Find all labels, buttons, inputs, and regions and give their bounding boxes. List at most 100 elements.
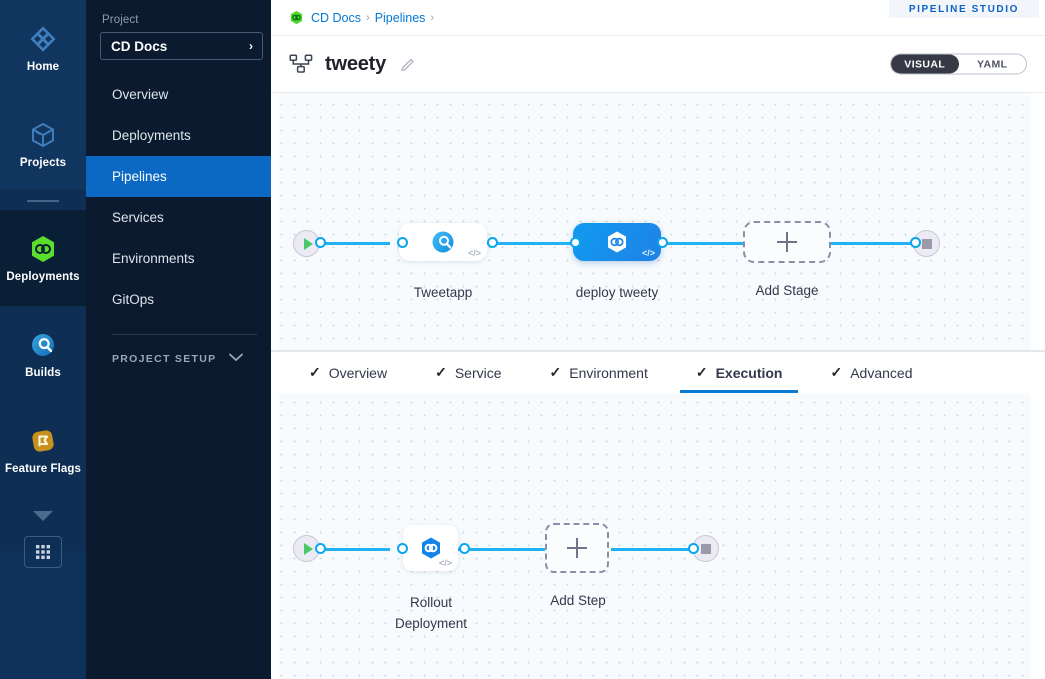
- project-setup-toggle[interactable]: PROJECT SETUP: [86, 335, 271, 365]
- module-rail: Home Projects: [0, 0, 86, 679]
- tab-overview[interactable]: ✓ Overview: [293, 352, 403, 393]
- code-badge: </>: [641, 248, 655, 258]
- add-stage-button[interactable]: [743, 221, 831, 263]
- port-stage1-in[interactable]: [397, 237, 408, 248]
- wire-start-to-step1: [296, 548, 390, 551]
- wire-step1-to-add: [458, 548, 578, 551]
- cube-icon: [28, 120, 58, 150]
- rail-expand-button[interactable]: [0, 498, 86, 532]
- sidebar-item-pipelines[interactable]: Pipelines: [86, 156, 271, 197]
- port-stage2-out[interactable]: [657, 237, 668, 248]
- page-title: tweety: [325, 52, 387, 75]
- rail-item-label: Projects: [19, 156, 67, 169]
- wire-add-to-end: [611, 548, 691, 551]
- project-setup-label: PROJECT SETUP: [112, 353, 217, 365]
- breadcrumb-bar: CD Docs › Pipelines › PIPELINE STUDIO: [271, 0, 1045, 36]
- check-icon: ✓: [830, 364, 843, 380]
- sidebar-item-services[interactable]: Services: [86, 197, 271, 238]
- port-stage1-out[interactable]: [487, 237, 498, 248]
- sidebar-item-gitops[interactable]: GitOps: [86, 279, 271, 320]
- tab-label: Environment: [569, 364, 648, 381]
- feature-flags-icon: [28, 426, 58, 456]
- rail-item-label: Builds: [25, 366, 61, 379]
- code-badge: </>: [467, 248, 481, 258]
- tab-service[interactable]: ✓ Service: [419, 352, 517, 393]
- stage-node-tweetapp[interactable]: </>: [399, 223, 487, 261]
- rail-item-projects[interactable]: Projects: [0, 96, 86, 192]
- sidebar-item-environments[interactable]: Environments: [86, 238, 271, 279]
- add-step-label: Add Step: [550, 593, 606, 608]
- breadcrumb-separator: ›: [430, 11, 435, 24]
- execution-canvas[interactable]: </> Rollout Deployment Add Step: [271, 393, 1045, 679]
- chevron-down-icon: [229, 353, 243, 365]
- add-step-button[interactable]: [545, 523, 609, 573]
- pipeline-title-bar: tweety VISUAL YAML: [271, 36, 1045, 93]
- rail-divider: [0, 192, 86, 210]
- grid-apps-icon[interactable]: [24, 536, 62, 568]
- port-start-out[interactable]: [315, 237, 326, 248]
- tab-execution[interactable]: ✓ Execution: [679, 352, 799, 393]
- wire-add-to-end: [821, 242, 916, 245]
- port-stage2-in[interactable]: [570, 237, 581, 248]
- rail-item-home[interactable]: Home: [0, 0, 86, 96]
- sidebar-item-overview[interactable]: Overview: [86, 74, 271, 115]
- project-section-label: Project: [102, 14, 139, 26]
- project-sidebar: Project CD Docs › Overview Deployments P…: [86, 0, 271, 679]
- sidebar-item-label: GitOps: [112, 292, 155, 307]
- stage-tabs: ✓ Overview ✓ Service ✓ Environment ✓ Exe…: [271, 351, 1045, 393]
- rail-item-builds[interactable]: Builds: [0, 306, 86, 402]
- port-end-in[interactable]: [910, 237, 921, 248]
- chevron-right-icon: ›: [249, 39, 253, 53]
- rail-item-label: Deployments: [6, 270, 80, 283]
- breadcrumb: CD Docs › Pipelines ›: [311, 11, 434, 25]
- rail-item-label: Feature Flags: [4, 462, 82, 475]
- tab-label: Service: [454, 364, 502, 381]
- home-diamond-icon: [28, 24, 58, 54]
- sidebar-item-label: Pipelines: [112, 169, 167, 184]
- breadcrumb-item-cd-docs[interactable]: CD Docs: [311, 10, 362, 25]
- stage-canvas[interactable]: </> Tweetapp </> deploy tweet: [271, 93, 1045, 351]
- pipeline-end-node[interactable]: [913, 230, 940, 257]
- stage-node-deploy-tweety[interactable]: </>: [573, 223, 661, 261]
- project-selector-value: CD Docs: [111, 38, 168, 54]
- breadcrumb-separator: ›: [366, 11, 370, 24]
- toggle-option-visual[interactable]: VISUAL: [891, 54, 959, 74]
- canvas-left-gutter: [271, 93, 279, 350]
- pipeline-studio-badge: PIPELINE STUDIO: [889, 0, 1039, 18]
- tab-advanced[interactable]: ✓ Advanced: [814, 352, 928, 393]
- rail-item-label: Home: [26, 60, 60, 73]
- port-step1-in[interactable]: [397, 543, 408, 554]
- port-start-out[interactable]: [315, 543, 326, 554]
- canvas-right-gutter: [1031, 393, 1045, 679]
- port-step1-out[interactable]: [459, 543, 470, 554]
- check-icon: ✓: [695, 364, 708, 380]
- main-panel: CD Docs › Pipelines › PIPELINE STUDIO: [271, 0, 1045, 679]
- sidebar-item-label: Deployments: [112, 128, 191, 143]
- sidebar-item-deployments[interactable]: Deployments: [86, 115, 271, 156]
- play-icon: [303, 542, 313, 555]
- deploy-hex-icon: [604, 229, 630, 255]
- stage-label-tweetapp: Tweetapp: [413, 285, 473, 300]
- tab-environment[interactable]: ✓ Environment: [534, 352, 664, 393]
- step-label-rollout-deployment: Rollout Deployment: [394, 595, 468, 631]
- add-stage-label: Add Stage: [755, 283, 819, 298]
- wire-start-to-stage1: [296, 242, 390, 245]
- project-selector[interactable]: CD Docs ›: [100, 32, 263, 60]
- tab-label: Overview: [328, 364, 388, 381]
- check-icon: ✓: [549, 364, 562, 380]
- pencil-icon[interactable]: [400, 56, 416, 72]
- breadcrumb-item-pipelines[interactable]: Pipelines: [374, 10, 426, 25]
- toggle-option-yaml[interactable]: YAML: [977, 58, 1008, 70]
- pipeline-hierarchy-icon: [289, 54, 313, 74]
- check-icon: ✓: [435, 364, 447, 380]
- rail-top-background: [0, 0, 86, 190]
- stage-label-deploy-tweety: deploy tweety: [575, 285, 659, 300]
- build-circle-icon: [430, 229, 456, 255]
- view-mode-toggle[interactable]: VISUAL YAML: [890, 53, 1027, 75]
- port-end-in[interactable]: [688, 543, 699, 554]
- step-node-rollout-deployment[interactable]: </>: [403, 525, 458, 571]
- sidebar-item-label: Overview: [112, 87, 169, 102]
- rail-item-deployments[interactable]: Deployments: [0, 210, 86, 306]
- rail-item-feature-flags[interactable]: Feature Flags: [0, 402, 86, 498]
